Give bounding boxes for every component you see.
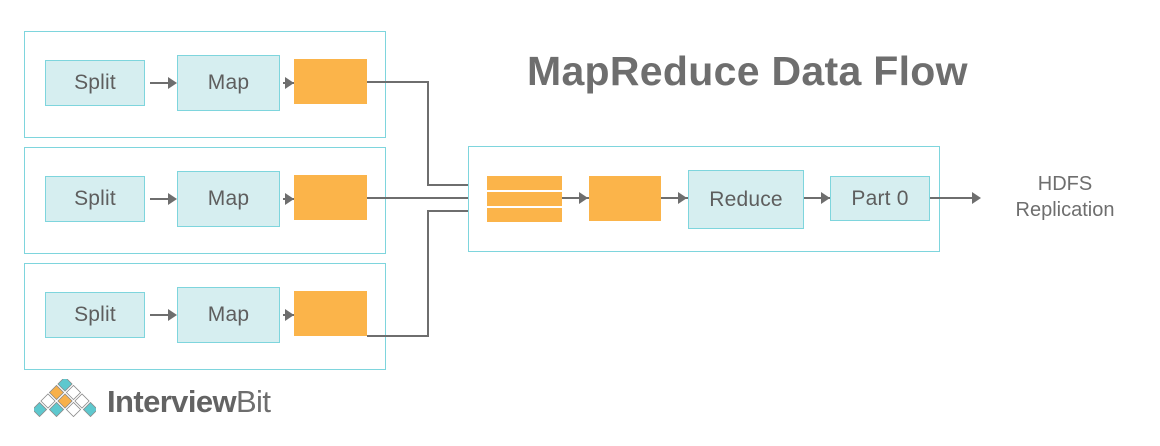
logo-word-bit: Bit	[235, 383, 271, 419]
connector-shuffle-to-sort	[562, 197, 590, 199]
hdfs-label-line-2: Replication	[1015, 199, 1115, 221]
split-label-2: Split	[74, 187, 116, 210]
map-output-block-3	[294, 291, 367, 336]
sort-block	[589, 176, 661, 221]
page-title: MapReduce Data Flow	[527, 48, 968, 94]
split-box-1[interactable]: Split	[45, 60, 145, 106]
shuffle-bar-2	[487, 192, 562, 206]
map-box-1[interactable]: Map	[177, 55, 280, 111]
arrowhead-sort-to-reduce	[678, 192, 687, 204]
map-output-block-2	[294, 175, 367, 220]
reduce-box[interactable]: Reduce	[688, 170, 804, 229]
split-label-1: Split	[74, 71, 116, 94]
reduce-label: Reduce	[709, 187, 783, 211]
route-3-segment-horizontal-bottom	[367, 335, 429, 337]
connector-split3-to-map3	[150, 314, 170, 316]
connector-split2-to-map2	[150, 198, 170, 200]
route-3-segment-vertical	[427, 210, 429, 337]
route-1-segment-horizontal-bottom	[427, 184, 481, 186]
map-label-3: Map	[207, 303, 250, 326]
map-box-3[interactable]: Map	[177, 287, 280, 343]
connector-part0-to-hdfs	[930, 197, 977, 199]
route-3-segment-horizontal-top	[427, 210, 481, 212]
route-1-segment-horizontal-top	[367, 81, 429, 83]
connector-sort-to-reduce	[661, 197, 689, 199]
arrowhead-shuffle-to-sort	[579, 192, 588, 204]
part0-label: Part 0	[851, 186, 909, 210]
connector-split1-to-map1	[150, 82, 170, 84]
map-box-2[interactable]: Map	[177, 171, 280, 227]
logo-word-interview: Interview	[107, 383, 237, 419]
interviewbit-diamond-mark-icon	[31, 376, 99, 424]
arrowhead-split2-to-map2	[168, 193, 177, 205]
hdfs-replication-label: HDFS Replication	[990, 171, 1140, 223]
shuffle-bar-3	[487, 208, 562, 222]
route-2-segment-horizontal	[367, 197, 481, 199]
split-label-3: Split	[74, 303, 116, 326]
arrowhead-map1-to-out1	[285, 77, 294, 89]
arrowhead-map3-to-out3	[285, 309, 294, 321]
arrowhead-part0-to-hdfs	[972, 192, 981, 204]
arrowhead-reduce-to-part0	[821, 192, 830, 204]
map-label-1: Map	[207, 71, 250, 94]
arrowhead-map2-to-out2	[285, 193, 294, 205]
route-1-segment-vertical	[427, 81, 429, 186]
split-box-2[interactable]: Split	[45, 176, 145, 222]
shuffle-bar-1	[487, 176, 562, 190]
arrowhead-split1-to-map1	[168, 77, 177, 89]
map-label-2: Map	[207, 187, 250, 210]
hdfs-label-line-1: HDFS	[1037, 173, 1093, 195]
connector-reduce-to-part0	[804, 197, 832, 199]
part0-box[interactable]: Part 0	[830, 176, 930, 221]
interviewbit-logo[interactable]: InterviewBit	[31, 376, 271, 424]
interviewbit-wordmark: InterviewBit	[107, 383, 271, 420]
arrowhead-split3-to-map3	[168, 309, 177, 321]
split-box-3[interactable]: Split	[45, 292, 145, 338]
map-output-block-1	[294, 59, 367, 104]
